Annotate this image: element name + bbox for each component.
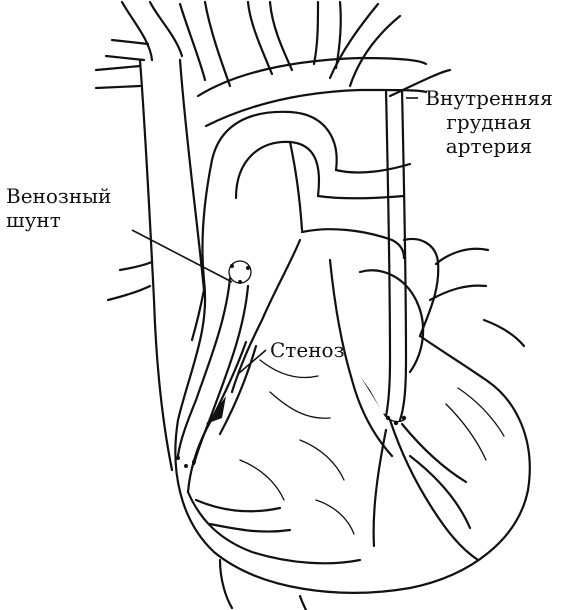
coronary-arteries	[188, 342, 504, 563]
label-leaders	[132, 98, 418, 374]
aortic-arch	[212, 112, 410, 230]
artery-label-line-2: грудная	[418, 110, 560, 134]
great-vessel-trunk	[108, 58, 426, 470]
vein-graft-label: Венозный шунт	[6, 184, 154, 232]
artery-label-line-3: артерия	[418, 134, 560, 158]
vein-graft-label-line-2: шунт	[6, 208, 154, 232]
artery-label-line-1: Внутренняя	[418, 86, 560, 110]
vein-graft	[176, 261, 251, 468]
stenosis-label: Стеноз	[270, 338, 344, 362]
internal-thoracic-artery-label: Внутренняя грудная артерия	[418, 86, 560, 158]
vein-graft-leader	[132, 230, 232, 282]
vein-graft-label-line-1: Венозный	[6, 184, 154, 208]
